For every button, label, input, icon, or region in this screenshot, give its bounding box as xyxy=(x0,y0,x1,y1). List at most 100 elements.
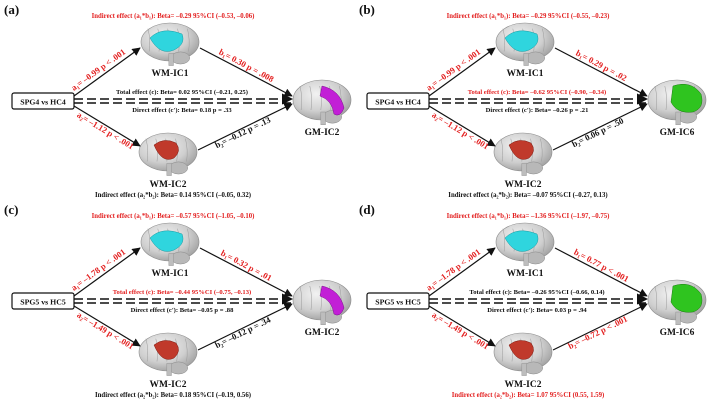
path-b2-label: b₂= –0.12 p = .13 xyxy=(213,115,272,151)
outcome-brain xyxy=(292,279,352,326)
indirect-effect-1: Indirect effect (a₁*b₁): Beta= –1.36 95%… xyxy=(447,213,610,220)
path-b1-label: b₁= 0.32 p = .01 xyxy=(219,248,273,283)
mediator1-brain-cerebellum xyxy=(170,251,190,265)
path-b2-label: b₂= –0.12 p = .34 xyxy=(213,314,272,350)
mediator1-blob xyxy=(149,230,184,252)
outcome-brain-brainstem xyxy=(320,311,326,326)
mediator1-brain-cerebellum xyxy=(525,51,545,65)
mediator1-brain-brainstem xyxy=(168,53,174,66)
path-a2-arrow xyxy=(73,105,141,147)
mediator2-brain xyxy=(138,132,198,176)
mediator2-label: WM-IC2 xyxy=(150,380,187,390)
mediator1-brain-cerebellum xyxy=(525,251,545,265)
outcome-brain-brainstem xyxy=(320,111,326,126)
indirect-effect-1: Indirect effect (a₁*b₁): Beta= –0.29 95%… xyxy=(92,13,255,20)
outcome-brain-sulcus xyxy=(654,85,658,111)
path-a2-label: a₂= –1.12 p < .001 xyxy=(75,110,135,152)
predictor-label: SPG5 vs HC5 xyxy=(20,298,66,307)
outcome-brain xyxy=(647,279,707,326)
panel-a: (a) Indirect effect (a₁*b₁): Beta= –0.29 … xyxy=(4,2,352,199)
predictor-label: SPG5 vs HC5 xyxy=(375,298,421,307)
mediator2-brain-brainstem xyxy=(166,163,172,176)
mediator1-brain xyxy=(495,22,555,66)
path-a2-arrow xyxy=(428,305,496,347)
mediator1-brain-sulcus xyxy=(542,228,545,252)
mediator2-label: WM-IC2 xyxy=(505,380,542,390)
outcome-blob xyxy=(670,84,703,113)
panel-d: (d)Indirect effect (a₁*b₁): Beta= –1.36 … xyxy=(359,202,707,399)
predictor-box xyxy=(11,292,75,310)
panel-label: (c) xyxy=(4,202,18,217)
mediator1-label: WM-IC1 xyxy=(507,269,544,279)
mediator2-blob xyxy=(153,340,179,360)
mediator2-label: WM-IC2 xyxy=(150,180,187,190)
path-b1-arrow xyxy=(554,247,648,297)
outcome-brain xyxy=(292,79,352,126)
outcome-brain xyxy=(647,79,707,126)
path-b1-label: b₁= 0.77 p < .001 xyxy=(572,247,630,284)
mediator2-blob xyxy=(153,140,179,160)
mediator2-brain xyxy=(493,132,553,176)
mediator1-brain xyxy=(140,222,200,266)
mediator1-brain xyxy=(495,222,555,266)
path-a2-label: a₂= –1.12 p < .001 xyxy=(430,110,490,152)
indirect-effect-1: Indirect effect (a₁*b₁): Beta= –0.57 95%… xyxy=(92,213,255,220)
mediator1-brain-sulcus xyxy=(187,228,190,252)
predictor-box xyxy=(11,92,75,110)
mediator2-brain-sulcus xyxy=(185,338,188,362)
mediator1-label: WM-IC1 xyxy=(152,69,189,79)
predictor-label: SPG4 vs HC4 xyxy=(375,98,421,107)
path-a1-arrow xyxy=(73,247,141,297)
mediator2-blob xyxy=(508,340,534,360)
outcome-brain-sulcus xyxy=(309,285,312,311)
path-b2-arrow xyxy=(197,103,293,151)
indirect-effect-2: Indirect effect (a₂*b₂): Beta= 0.18 95%C… xyxy=(95,392,251,399)
mediator2-brain-sulcus xyxy=(500,338,504,362)
mediator2-brain-sulcus xyxy=(540,338,543,362)
mediator1-brain-sulcus xyxy=(187,28,190,52)
mediator1-brain-sulcus xyxy=(147,28,151,52)
mediator1-label: WM-IC1 xyxy=(152,269,189,279)
predictor-box xyxy=(366,292,430,310)
mediator2-brain-cerebellum xyxy=(168,361,188,375)
path-b2-arrow xyxy=(197,303,293,351)
mediator2-brain-brainstem xyxy=(166,363,172,376)
predictor-box xyxy=(366,92,430,110)
indirect-effect-1: Indirect effect (a₁*b₁): Beta= –0.29 95%… xyxy=(447,13,610,20)
path-a1-arrow xyxy=(428,247,496,297)
mediator2-brain-brainstem xyxy=(521,363,527,376)
path-a2-label: a₂= –1.49 p < .001 xyxy=(430,310,490,352)
panel-b: (b)Indirect effect (a₁*b₁): Beta= –0.29 … xyxy=(359,2,707,199)
mediator1-brain-sulcus xyxy=(542,28,545,52)
total-effect: Total effect (c): Beta= –0.26 95%CI (–0.… xyxy=(469,289,604,296)
outcome-brain-sulcus xyxy=(299,85,303,111)
path-a2-arrow xyxy=(428,105,496,147)
outcome-brain-brainstem xyxy=(675,111,681,126)
outcome-brain-sulcus xyxy=(319,285,322,311)
indirect-effect-2: Indirect effect (a₂*b₂): Beta= 0.14 95%C… xyxy=(95,192,251,199)
mediator2-brain-sulcus xyxy=(145,138,149,162)
direct-effect: Direct effect (c'): Beta= –0.05 p = .88 xyxy=(131,307,234,314)
path-a1-label: a₁= –0.99 p < .001 xyxy=(424,47,482,93)
mediator2-brain-cerebellum xyxy=(523,361,543,375)
path-b1-arrow xyxy=(199,247,293,297)
mediator1-brain-cerebellum xyxy=(170,51,190,65)
mediator2-brain-sulcus xyxy=(500,138,504,162)
total-effect: Total effect (c): Beta= –0.44 95%CI (–0.… xyxy=(113,289,251,296)
outcome-brain-sulcus xyxy=(664,285,667,311)
panel-label: (a) xyxy=(4,2,19,17)
mediator2-brain-sulcus xyxy=(185,138,188,162)
indirect-effect-2: Indirect effect (a₂*b₂): Beta= 1.07 95%C… xyxy=(452,392,605,399)
outcome-brain-brainstem xyxy=(675,311,681,326)
direct-effect: Direct effect (c'): Beta= 0.18 p = .33 xyxy=(132,107,232,114)
mediator1-brain-sulcus xyxy=(147,228,151,252)
mediator1-brain xyxy=(140,22,200,66)
outcome-label: GM-IC2 xyxy=(305,128,340,138)
indirect-effect-2: Indirect effect (a₂*b₂): Beta= –0.07 95%… xyxy=(448,192,607,199)
path-a1-label: a₁= –1.78 p < .001 xyxy=(69,247,127,293)
outcome-brain-sulcus xyxy=(664,85,667,111)
outcome-label: GM-IC6 xyxy=(660,328,695,338)
path-b2-label: b₂= –0.72 p < .001 xyxy=(566,314,629,351)
total-effect: Total effect (c): Beta= –0.62 95%CI (–0.… xyxy=(468,89,606,96)
